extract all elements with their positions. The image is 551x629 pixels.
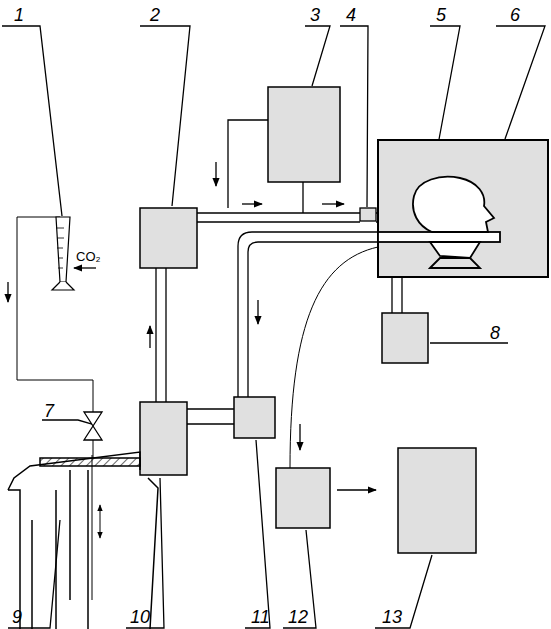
callout-number: 1 — [14, 6, 24, 24]
callout-number: 11 — [251, 608, 270, 626]
label-text: 5 — [436, 5, 446, 25]
callout-number: 8 — [490, 324, 500, 342]
callout-number: 10 — [130, 608, 150, 626]
label-text: 10 — [130, 607, 150, 627]
label-text: 3 — [310, 5, 320, 25]
label-text: 2 — [150, 5, 160, 25]
callout-number: 2 — [150, 6, 160, 24]
callout-number: 12 — [288, 608, 308, 626]
label-text: 6 — [510, 5, 520, 25]
label-text: 1 — [14, 5, 24, 25]
callout-number: 4 — [346, 6, 356, 24]
callout-number: 7 — [44, 402, 54, 420]
label-text: 11 — [251, 607, 270, 627]
label-text: 4 — [346, 5, 356, 25]
callout-number: 5 — [436, 6, 446, 24]
label-text: CO₂ — [76, 249, 101, 264]
label-text: 8 — [490, 323, 500, 343]
callout-number: 13 — [382, 608, 402, 626]
callout-number: 6 — [510, 6, 520, 24]
callout-number: 3 — [310, 6, 320, 24]
callout-number: 9 — [12, 608, 22, 626]
label-text: 13 — [382, 607, 402, 627]
gas-label: CO₂ — [76, 250, 101, 263]
label-text: 7 — [44, 401, 54, 421]
label-text: 9 — [12, 607, 22, 627]
label-text: 12 — [288, 607, 308, 627]
